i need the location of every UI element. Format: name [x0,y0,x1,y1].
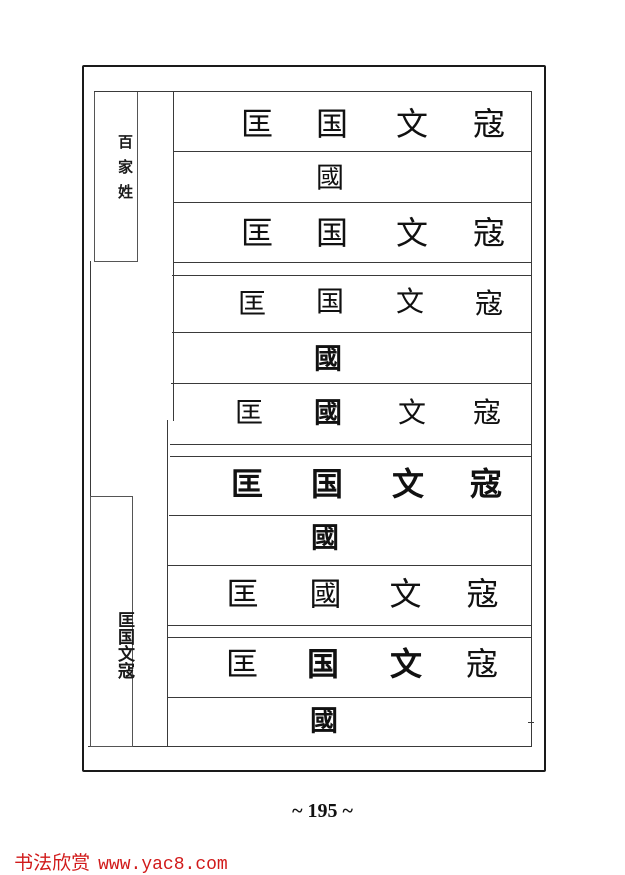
glyph-guo: 国 [306,645,340,683]
inner-right-border [531,91,532,747]
character-row: 匡 國 文 寇 [175,566,530,625]
row-divider [170,444,531,445]
page-outer-frame [82,65,546,772]
row-divider [168,637,531,638]
label-box-bottom [90,496,133,747]
row-divider [168,565,531,566]
row-divider [173,202,531,203]
glyph-guo-variant: 國 [315,161,345,194]
variant-row: 國 [175,152,530,202]
glyph-guo: 國 [313,396,343,429]
row-divider [171,383,531,384]
glyph-kuang: 匡 [225,645,259,683]
glyph-guo: 国 [315,285,345,318]
watermark[interactable]: 书法欣赏 www.yac8.com [2,826,228,875]
grid-left-border [173,91,174,421]
label-bai-jia-xing: 百家姓 [116,134,134,209]
row-divider [173,151,531,152]
watermark-site-name: 书法欣赏 [14,852,91,874]
glyph-kuang: 匡 [230,465,264,503]
row-divider [167,697,531,698]
glyph-kou: 寇 [472,105,506,143]
glyph-wen: 文 [395,285,425,318]
glyph-kuang: 匡 [237,287,267,320]
glyph-guo-variant: 國 [310,521,340,554]
glyph-wen: 文 [389,645,423,683]
glyph-kuang: 匡 [240,105,274,143]
character-row: 匡 国 文 寇 [175,203,530,262]
character-row: 匡 国 文 寇 [175,98,530,150]
character-row: 匡 国 文 寇 [175,276,530,332]
glyph-kuang: 匡 [240,214,274,252]
variant-row: 國 [175,333,530,383]
glyph-guo: 国 [315,105,349,143]
glyph-kuang: 匡 [234,396,264,429]
glyph-guo: 国 [315,214,349,252]
margin-tick [528,722,534,723]
page-number: ~ 195 ~ [292,800,353,822]
character-row: 匡 国 文 寇 [175,638,530,697]
glyph-kou: 寇 [465,645,499,683]
glyph-kou: 寇 [474,287,504,320]
glyph-kou: 寇 [472,396,502,429]
row-divider [172,332,531,333]
row-divider [173,262,531,263]
variant-row: 國 [175,516,530,565]
glyph-guo-variant: 國 [313,342,343,375]
label-character-set: 匡国文寇 [114,611,134,679]
glyph-guo: 國 [309,575,341,613]
glyph-kou: 寇 [469,465,503,503]
inner-top-border [94,91,532,92]
glyph-guo: 国 [310,465,344,503]
row-divider [170,456,531,457]
glyph-wen: 文 [395,105,429,143]
glyph-wen: 文 [391,465,425,503]
glyph-kou: 寇 [472,214,506,252]
grid-left-border-lower [167,420,168,747]
glyph-wen: 文 [389,575,421,613]
row-divider [168,625,531,626]
row-divider [169,515,531,516]
character-row: 匡 国 文 寇 [175,457,530,515]
watermark-url[interactable]: www.yac8.com [98,855,228,875]
inner-bottom-border [88,746,532,747]
variant-row: 國 [175,698,530,746]
glyph-guo-variant: 國 [309,704,339,737]
glyph-kou: 寇 [466,575,498,613]
row-divider [172,275,531,276]
glyph-wen: 文 [395,214,429,252]
glyph-kuang: 匡 [226,575,258,613]
glyph-wen: 文 [397,396,427,429]
character-row: 匡 國 文 寇 [175,384,530,444]
